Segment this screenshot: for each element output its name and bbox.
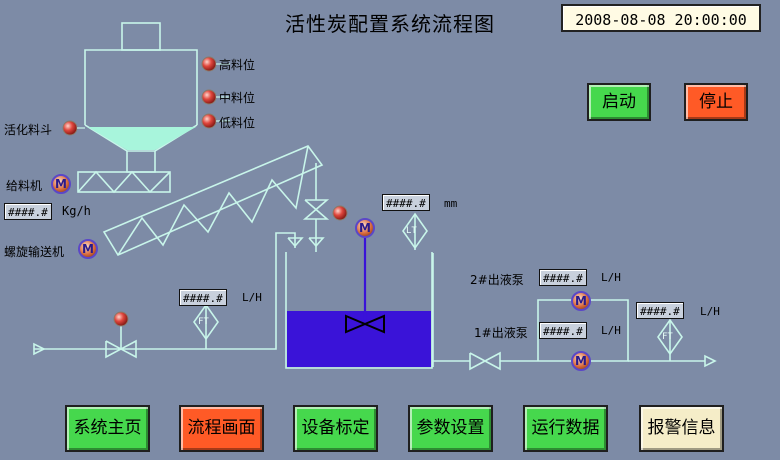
activation-lamp: [62, 120, 78, 136]
inlet-valve: [105, 339, 137, 359]
inlet-arrow: [33, 342, 46, 356]
pump2-flow-unit: L/H: [601, 271, 621, 284]
inlet-flow-value: ####.#: [179, 289, 227, 306]
level-ft-symbol: [402, 212, 428, 250]
page-title: 活性炭配置系统流程图: [285, 12, 495, 36]
outlet-ft-symbol: [657, 318, 683, 356]
hopper-vent: [121, 22, 161, 51]
inlet-valve-lamp: [113, 311, 129, 327]
pump1-flow-value: ####.#: [539, 322, 587, 339]
feeder-frame: [77, 171, 171, 193]
start-button[interactable]: 启动: [587, 83, 651, 121]
nav-calibration-button[interactable]: 设备标定: [293, 405, 378, 452]
pump2-flow-value: ####.#: [539, 269, 587, 286]
valve-lamp: [332, 205, 348, 221]
pump2-label: 2#出液泵: [470, 273, 524, 287]
pump1-motor-icon[interactable]: M: [571, 351, 591, 371]
high-level-label: 高料位: [219, 58, 256, 72]
pump1-label: 1#出液泵: [474, 326, 528, 340]
outlet-flow-transmitter-tag: FT: [662, 332, 673, 342]
stop-button[interactable]: 停止: [684, 83, 748, 121]
screw-conveyor-label: 螺旋输送机: [4, 245, 65, 259]
feeder-rate-unit: Kg/h: [62, 204, 91, 218]
outlet-flow-value: ####.#: [636, 302, 684, 319]
hopper-body: [84, 49, 198, 125]
outlet-valve: [469, 351, 501, 371]
nav-flow-button[interactable]: 流程画面: [179, 405, 264, 452]
agitator-motor-icon[interactable]: M: [355, 218, 375, 238]
mixing-tank: [285, 252, 433, 369]
mid-level-lamp: [201, 89, 217, 105]
feed-valve: [302, 199, 330, 220]
feeder-label: 给料机: [6, 179, 43, 193]
nav-params-button[interactable]: 参数设置: [408, 405, 493, 452]
screw-conveyor-frame: [102, 145, 324, 257]
nav-home-button[interactable]: 系统主页: [65, 405, 150, 452]
inlet-flow-unit: L/H: [242, 291, 262, 304]
low-level-lamp: [201, 113, 217, 129]
conveyor-motor-icon[interactable]: M: [78, 239, 98, 259]
indicator-lamps: [62, 56, 348, 327]
hopper-material: [88, 127, 196, 150]
outlet-arrow: [704, 354, 717, 368]
nav-run-data-button[interactable]: 运行数据: [523, 405, 608, 452]
inlet-ft-symbol: [193, 303, 219, 341]
level-transmitter-tag: LT: [406, 226, 417, 236]
activation-hopper-label: 活化料斗: [4, 123, 53, 137]
tank-level-value: ####.#: [382, 194, 430, 211]
high-level-lamp: [201, 56, 217, 72]
datetime-display: 2008-08-08 20:00:00: [561, 4, 761, 32]
pump1-flow-unit: L/H: [601, 324, 621, 337]
inlet-flow-transmitter-tag: FT: [198, 317, 209, 327]
nav-alarm-button[interactable]: 报警信息: [639, 405, 724, 452]
feeder-motor-icon[interactable]: M: [51, 174, 71, 194]
pump2-motor-icon[interactable]: M: [571, 291, 591, 311]
mid-level-label: 中料位: [219, 91, 256, 105]
feeder-rate-value: ####.#: [4, 203, 52, 220]
low-level-label: 低料位: [219, 116, 256, 130]
tank-liquid: [287, 311, 431, 367]
outlet-flow-unit: L/H: [700, 305, 720, 318]
agitator-blade: [345, 314, 385, 334]
tank-level-unit: mm: [444, 197, 458, 210]
